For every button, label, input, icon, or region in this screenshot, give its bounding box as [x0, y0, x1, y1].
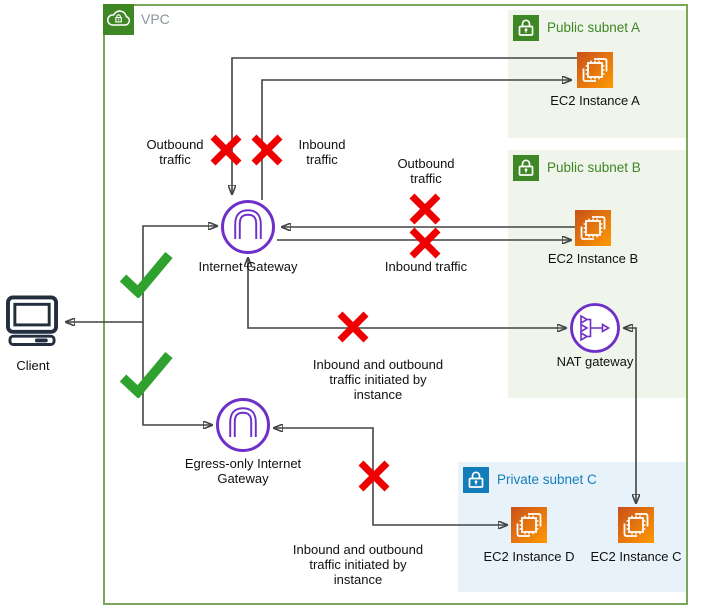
- ec2-instance-b-icon: [575, 210, 611, 246]
- client-label: Client: [16, 358, 50, 373]
- vpc-cloud-icon: [103, 4, 134, 35]
- annotation-inbound-traffic-mid: Inbound traffic: [384, 259, 468, 274]
- ec2-instance-c-icon: [618, 507, 654, 543]
- blocked-x-icon: [251, 134, 283, 166]
- subnet-public-b-label: Public subnet B: [547, 160, 641, 175]
- public-subnet-lock-icon: [513, 155, 539, 181]
- vpc-label: VPC: [141, 11, 170, 27]
- ec2-instance-d-label: EC2 Instance D: [483, 549, 575, 564]
- blocked-x-icon: [337, 311, 369, 343]
- subnet-public-a: Public subnet A: [508, 10, 686, 138]
- ec2-instance-c-label: EC2 Instance C: [590, 549, 682, 564]
- vpc-boundary: [103, 4, 688, 605]
- ec2-instance-a-icon: [577, 52, 613, 88]
- nat-gateway-icon: [569, 302, 621, 354]
- annotation-instance-initiated-traffic-bottom: Inbound and outbound traffic initiated b…: [292, 542, 424, 588]
- ec2-instance-a-label: EC2 Instance A: [550, 93, 640, 108]
- nat-gateway-label: NAT gateway: [556, 354, 634, 369]
- egress-only-internet-gateway-label: Egress-only Internet Gateway: [184, 456, 302, 487]
- public-subnet-lock-icon: [513, 15, 539, 41]
- annotation-inbound-traffic-top: Inbound traffic: [298, 137, 346, 168]
- internet-gateway-label: Internet Gateway: [198, 259, 298, 274]
- allowed-check-icon: [119, 251, 173, 298]
- ec2-instance-b-label: EC2 Instance B: [547, 251, 639, 266]
- subnet-public-a-label: Public subnet A: [547, 20, 641, 35]
- internet-gateway-icon: [220, 199, 276, 255]
- allowed-check-icon: [119, 351, 173, 398]
- blocked-x-icon: [409, 227, 441, 259]
- subnet-private-c-label: Private subnet C: [497, 472, 597, 487]
- blocked-x-icon: [409, 193, 441, 225]
- egress-only-internet-gateway-icon: [215, 397, 271, 453]
- blocked-x-icon: [358, 460, 390, 492]
- blocked-x-icon: [210, 134, 242, 166]
- annotation-instance-initiated-traffic-mid: Inbound and outbound traffic initiated b…: [312, 357, 444, 403]
- ec2-instance-d-icon: [511, 507, 547, 543]
- annotation-outbound-traffic-mid: Outbound traffic: [397, 156, 455, 187]
- annotation-outbound-traffic-top: Outbound traffic: [146, 137, 204, 168]
- client-computer-icon: [5, 295, 61, 346]
